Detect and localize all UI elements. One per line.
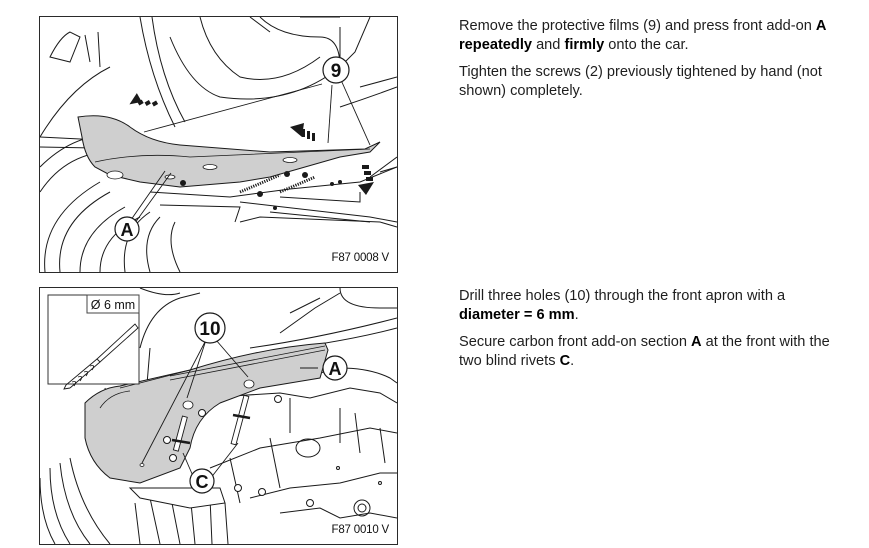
callout-9: 9	[331, 61, 342, 82]
emphasized-text: firmly	[564, 36, 605, 53]
text-run: and	[532, 36, 565, 53]
front-addon-part	[77, 115, 381, 188]
emphasized-text: A repeatedly	[459, 18, 826, 53]
paragraph: Secure carbon front add-on section A at …	[459, 333, 839, 370]
text-run: Drill three holes (10) through the front…	[459, 288, 786, 304]
paragraph: Remove the protective films (9) and pres…	[459, 17, 839, 54]
figure-step-2: Ø 6 mm 10 A C F87 0010 V	[39, 287, 398, 545]
emphasized-text: A	[691, 334, 702, 350]
paragraph: Drill three holes (10) through the front…	[459, 287, 839, 324]
instruction-step-2: Drill three holes (10) through the front…	[459, 287, 839, 379]
text-run: Tighten the screws (2) previously tighte…	[459, 64, 822, 99]
instruction-step-1: Remove the protective films (9) and pres…	[459, 17, 839, 109]
text-run: onto the car.	[604, 36, 689, 53]
front-addon-illustration-1: 9 A	[40, 17, 397, 272]
callout-a: A	[329, 359, 342, 379]
drill-diameter-label: Ø 6 mm	[91, 298, 135, 312]
callout-10: 10	[199, 319, 220, 340]
text-run: Remove the protective films (9) and pres…	[459, 18, 816, 34]
front-addon-illustration-2: Ø 6 mm 10 A C	[40, 288, 397, 544]
paragraph: Tighten the screws (2) previously tighte…	[459, 63, 839, 100]
callout-c: C	[196, 472, 209, 492]
drill-bit-icon	[63, 323, 139, 390]
figure-code: F87 0008 V	[330, 252, 390, 264]
text-run: .	[570, 352, 575, 369]
figure-code: F87 0010 V	[330, 524, 390, 536]
emphasized-text: diameter = 6 mm	[459, 306, 575, 323]
text-run: Secure carbon front add-on section	[459, 334, 692, 350]
carbon-front-addon-part	[84, 342, 329, 484]
text-run: at the front with the two blind rivets	[459, 334, 830, 369]
emphasized-text: C	[559, 352, 571, 369]
callout-a: A	[121, 220, 134, 240]
text-run: .	[574, 306, 579, 323]
figure-step-1: 9 A F87 0008 V	[39, 16, 398, 273]
